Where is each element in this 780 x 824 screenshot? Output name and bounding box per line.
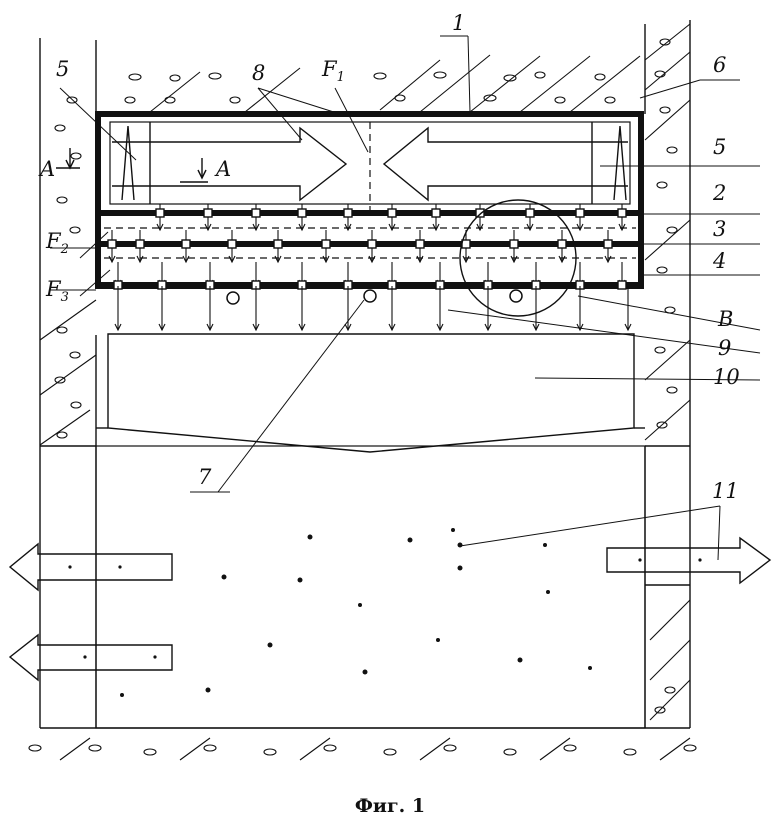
label-2: 2 [712, 181, 726, 205]
outflow-arrows [115, 286, 631, 330]
perf-hole [182, 240, 190, 248]
label-4: 4 [712, 249, 726, 273]
perf-hole [204, 209, 212, 217]
label-f3: F3 [45, 277, 69, 305]
perf-hole [298, 209, 306, 217]
perf-hole [156, 209, 164, 217]
label-f2: F2 [45, 229, 69, 257]
perf-hole [228, 240, 236, 248]
label-11: 11 [712, 479, 739, 503]
figure-caption: Фиг. 1 [355, 795, 425, 817]
perforated-plates [98, 213, 641, 285]
label-5-left: 5 [56, 57, 69, 81]
perf-hole [618, 281, 626, 289]
label-10: 10 [713, 365, 740, 389]
perf-hole [252, 209, 260, 217]
label-6: 6 [713, 53, 726, 77]
chamber [96, 446, 645, 728]
label-a-mid: A [214, 157, 231, 181]
label-3: 3 [713, 217, 726, 241]
perf-hole [274, 240, 282, 248]
perf-hole [510, 240, 518, 248]
perf-hole [558, 240, 566, 248]
label-7: 7 [198, 465, 212, 489]
label-5-right: 5 [713, 135, 726, 159]
bunker [96, 334, 645, 452]
perf-hole [344, 209, 352, 217]
labels: 1 2 3 4 5 5 6 7 8 9 10 11 B A A F1 F2 F3 [38, 11, 740, 503]
label-f1: F1 [321, 57, 345, 85]
label-b: B [717, 307, 733, 331]
perf-hole [432, 209, 440, 217]
exit-arrow-left-upper [10, 544, 172, 590]
perf-hole [618, 209, 626, 217]
label-1: 1 [452, 11, 465, 35]
perf-hole [136, 240, 144, 248]
jet-spikes [122, 126, 626, 200]
soil-bottom [29, 728, 696, 760]
exit-arrow-left-lower [10, 635, 172, 680]
perf-hole [576, 209, 584, 217]
soil-right-wall [645, 100, 690, 728]
label-a-left: A [38, 157, 55, 181]
perf-hole [604, 240, 612, 248]
perf-hole [368, 240, 376, 248]
label-8: 8 [252, 61, 265, 85]
exit-arrow-right [607, 538, 770, 583]
frame-housing [98, 114, 641, 286]
holes [227, 290, 522, 304]
perf-hole [322, 240, 330, 248]
perf-hole [108, 240, 116, 248]
perf-hole [388, 209, 396, 217]
perf-hole [526, 209, 534, 217]
label-9: 9 [718, 336, 731, 360]
perf-hole [416, 240, 424, 248]
